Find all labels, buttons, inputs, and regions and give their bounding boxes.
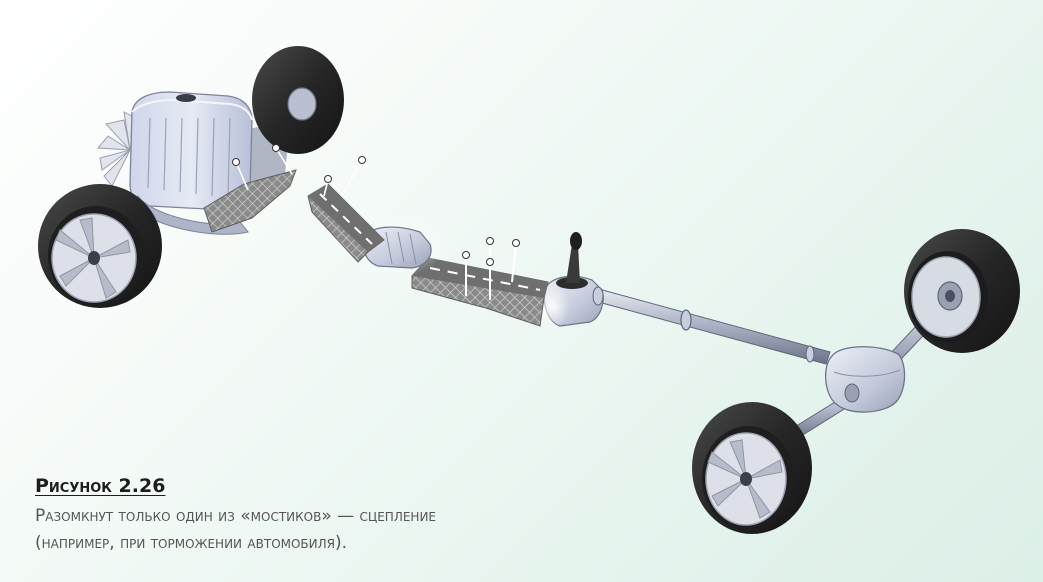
figure-title: Рисунок 2.26 bbox=[35, 475, 166, 497]
figure-caption: Рисунок 2.26 Разомкнут только один из «м… bbox=[35, 475, 735, 557]
link-band-gearbox bbox=[411, 237, 549, 327]
caption-line-1: Разомкнут только один из «мостиков» — сц… bbox=[35, 506, 437, 526]
link-band-clutch bbox=[307, 156, 385, 263]
wheel-rear-left bbox=[692, 402, 812, 534]
wheel-rear-right bbox=[904, 229, 1020, 353]
caption-line-2: (например, при торможении автомобиля). bbox=[35, 533, 348, 553]
driveshaft bbox=[590, 287, 831, 365]
wheel-front-right bbox=[252, 46, 344, 154]
wheel-front-left bbox=[38, 184, 162, 308]
engine-block bbox=[129, 91, 253, 235]
differential bbox=[825, 346, 906, 413]
link-band-engine bbox=[203, 144, 297, 233]
